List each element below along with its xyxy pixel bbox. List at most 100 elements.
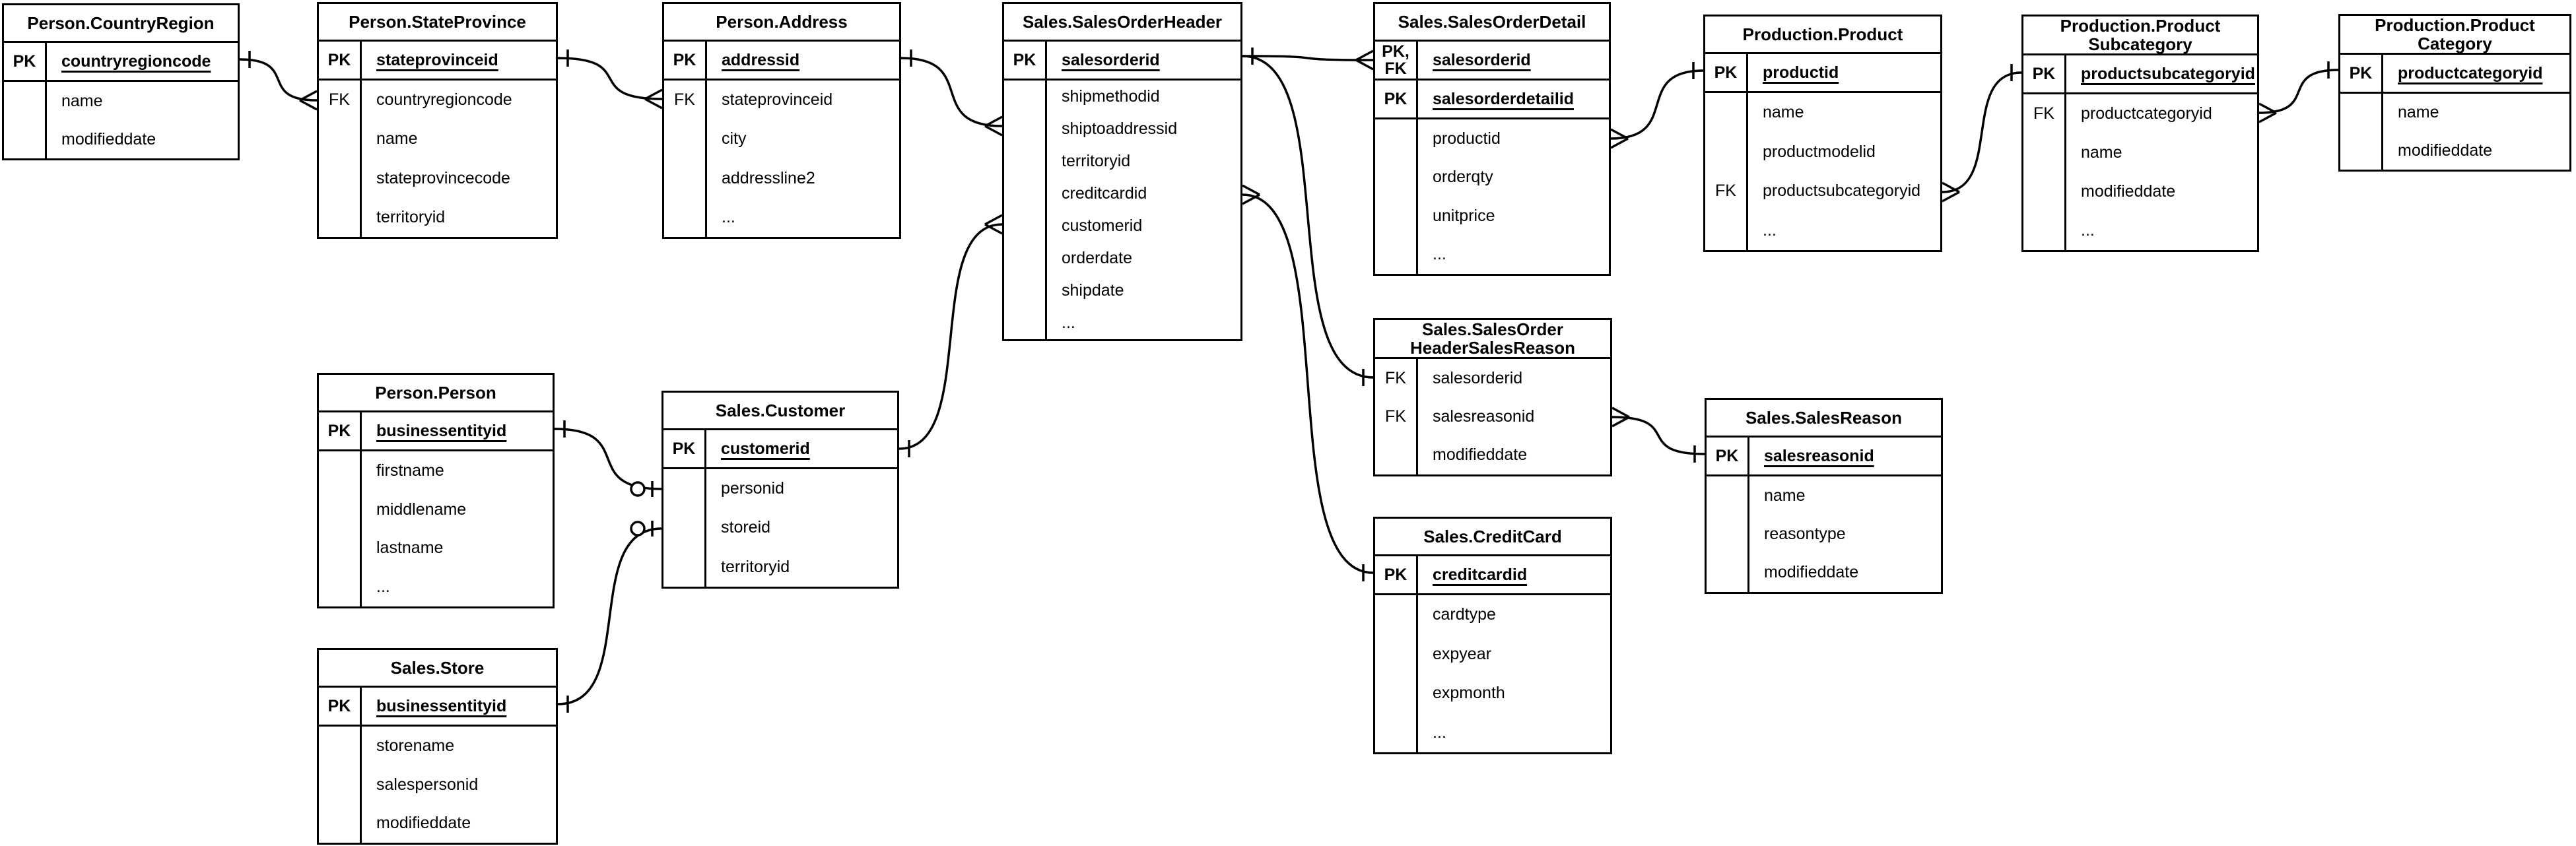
attribute-row: name	[1705, 93, 1940, 133]
crows-foot-stateprovince-address	[644, 98, 663, 110]
entity-title-line: Person.CountryRegion	[27, 13, 215, 33]
key-badge: PK	[1375, 556, 1418, 593]
fk-badge	[1004, 113, 1047, 145]
attribute-name: salesreasonid	[1433, 407, 1535, 426]
attribute-row: name	[2340, 94, 2569, 132]
key-column-name: countryregioncode	[61, 51, 211, 71]
attribute-name: ...	[722, 207, 735, 226]
attribute-name: modifieddate	[1764, 563, 1859, 582]
attribute-name: modifieddate	[2081, 182, 2176, 201]
key-row: PK salesorderdetailid	[1375, 81, 1609, 119]
connector-headersalesreason-salesreason	[1611, 416, 1705, 455]
attribute-name: reasontype	[1764, 524, 1846, 543]
connector-customer-salesorderheader	[898, 223, 1003, 450]
fk-badge	[1375, 634, 1418, 674]
attribute-row: name	[1707, 476, 1941, 515]
attribute-name: shipmethodid	[1062, 87, 1160, 106]
attribute-row: ...	[664, 197, 899, 237]
attribute-name: productmodelid	[1763, 142, 1876, 161]
key-badge: PK	[319, 42, 362, 79]
key-badge-line: FK	[1384, 59, 1407, 78]
attribute-row: expyear	[1375, 634, 1610, 674]
key-badge-line: PK	[327, 51, 351, 69]
attribute-name: ...	[1433, 723, 1446, 742]
attribute-name: ...	[1433, 245, 1446, 264]
attribute-name: modifieddate	[1433, 445, 1528, 465]
fk-badge	[2340, 94, 2383, 132]
entity-title-line: Person.StateProvince	[349, 12, 526, 32]
entity-title: Person.CountryRegion	[4, 5, 238, 43]
key-column-name: addressid	[722, 50, 800, 69]
entity-title-line: Person.Person	[375, 383, 496, 403]
entity-title: Sales.SalesReason	[1707, 400, 1941, 438]
attribute-row: lastname	[319, 529, 553, 568]
entity-title-line: Subcategory	[2088, 34, 2192, 54]
key-badge-line: PK	[327, 422, 351, 440]
crows-foot-countryregion-stateprovince	[299, 99, 318, 111]
attribute-row: FK countryregioncode	[319, 81, 556, 120]
attribute-name: storename	[376, 736, 455, 755]
attribute-row: modifieddate	[1707, 553, 1941, 592]
crows-foot-salesorderdetail-product	[1610, 137, 1629, 149]
fk-badge	[319, 568, 362, 606]
fk-badge	[1707, 553, 1749, 592]
attribute-row: addressline2	[664, 158, 899, 198]
fk-badge	[319, 197, 362, 237]
attribute-row: orderqty	[1375, 158, 1609, 197]
attribute-row: modifieddate	[2023, 172, 2257, 211]
attribute-row: creditcardid	[1004, 178, 1240, 210]
attribute-name: firstname	[376, 461, 444, 480]
attribute-row: name	[319, 119, 556, 159]
attribute-row: modifieddate	[2340, 131, 2569, 170]
fk-badge: FK	[2023, 94, 2066, 133]
attribute-row: modifieddate	[4, 120, 238, 158]
crows-foot-address-salesorderheader	[984, 115, 1003, 127]
key-badge-line: PK	[2032, 65, 2056, 83]
crows-foot-headersalesreason-salesreason	[1611, 407, 1630, 418]
entity-title-line: HeaderSalesReason	[1409, 338, 1576, 358]
crows-foot-address-salesorderheader	[984, 125, 1003, 137]
attribute-name: countryregioncode	[376, 90, 512, 110]
attribute-name: addressline2	[722, 168, 815, 187]
attribute-name: creditcardid	[1062, 184, 1147, 203]
fk-badge	[1707, 515, 1749, 554]
attribute-name: productcategoryid	[2081, 104, 2212, 123]
connector-product-productsubcategory	[1942, 71, 2022, 193]
fk-badge	[663, 547, 706, 587]
fk-badge	[1375, 197, 1418, 236]
entity-title: Sales.CreditCard	[1375, 519, 1610, 556]
key-column-name: stateprovinceid	[376, 50, 498, 69]
key-column-name: salesorderid	[1062, 50, 1160, 69]
attribute-name: orderqty	[1433, 168, 1493, 187]
key-badge-line: PK	[1013, 51, 1036, 69]
key-badge: PK	[1705, 54, 1748, 91]
fk-badge: FK	[319, 81, 362, 120]
attribute-name: ...	[2081, 221, 2095, 240]
entity-title: Person.Address	[664, 4, 899, 42]
attribute-row: firstname	[319, 451, 553, 490]
key-badge: PK	[2340, 55, 2383, 92]
attribute-row: middlename	[319, 490, 553, 529]
fk-badge	[1004, 210, 1047, 242]
attribute-name: expmonth	[1433, 684, 1505, 703]
attribute-name: personid	[721, 479, 784, 498]
key-badge: PK,FK	[1375, 42, 1418, 79]
key-badge: PK	[1375, 81, 1418, 117]
fk-badge: FK	[1375, 397, 1418, 436]
crows-foot-salesorderheader-salesorderdetail	[1355, 49, 1374, 61]
attribute-name: territoryid	[376, 207, 446, 226]
entity-title: Production.Product	[1705, 16, 1940, 54]
crows-foot-salesorderheader-creditcard	[1242, 193, 1260, 205]
key-column-name: salesorderdetailid	[1433, 89, 1574, 108]
